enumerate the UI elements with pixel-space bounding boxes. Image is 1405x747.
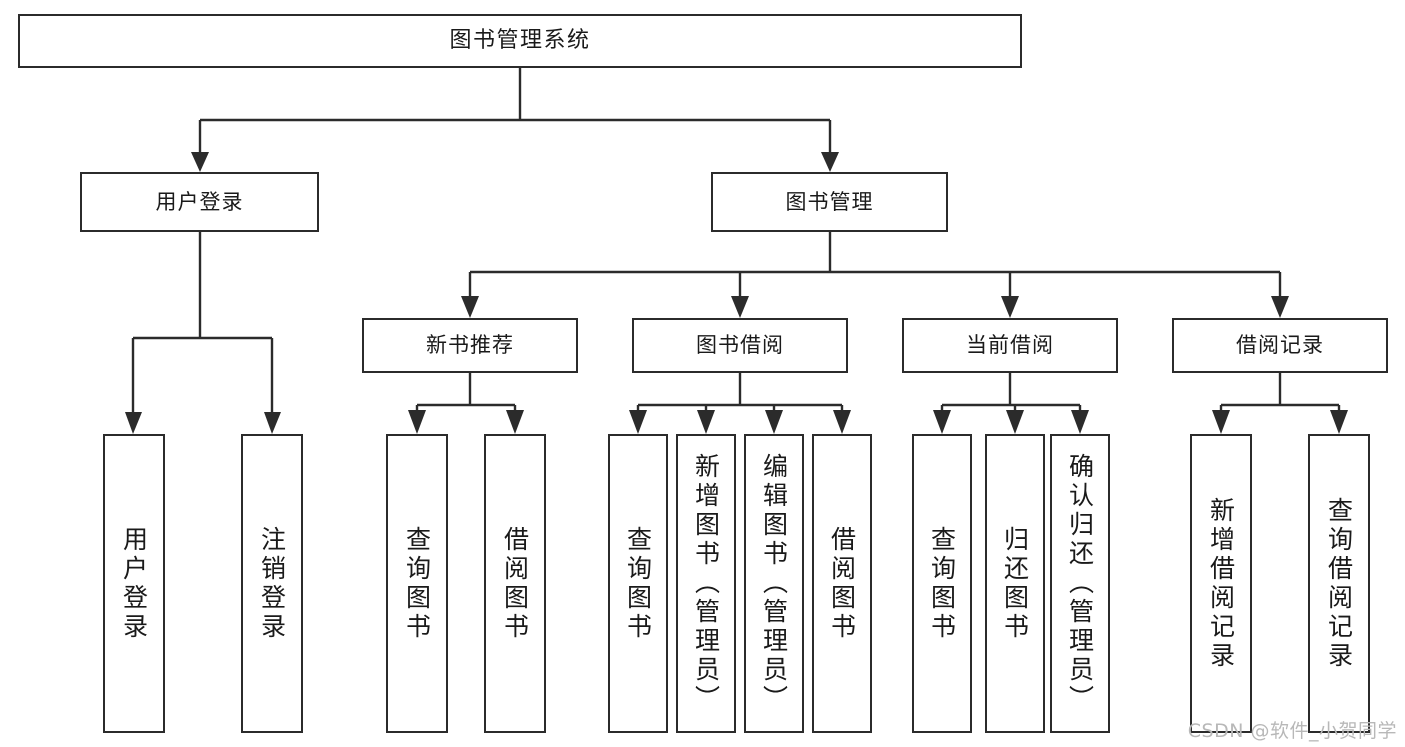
node-current-borrow-label: 当前借阅: [966, 333, 1054, 358]
connector-current-borrow-branch: [933, 373, 1089, 434]
leaf-add-book-admin-label: 新增图书（管理员）: [691, 453, 721, 714]
leaf-confirm-return-admin-label: 确认归还（管理员）: [1065, 453, 1095, 714]
node-book-borrow-label: 图书借阅: [696, 333, 784, 358]
leaf-query-book-recommend-label: 查询图书: [402, 525, 432, 642]
leaf-query-book-current-label: 查询图书: [927, 525, 957, 642]
csdn-watermark: CSDN @软件_小贺同学: [1187, 720, 1397, 742]
leaf-query-book-current[interactable]: 查询图书: [912, 434, 972, 733]
leaf-edit-book-admin[interactable]: 编辑图书（管理员）: [744, 434, 804, 733]
leaf-query-borrow-record-label: 查询借阅记录: [1324, 496, 1354, 671]
leaf-add-book-admin[interactable]: 新增图书（管理员）: [676, 434, 736, 733]
connector-root-trunk: [191, 68, 839, 172]
leaf-return-book[interactable]: 归还图书: [985, 434, 1045, 733]
leaf-borrow-book-recommend[interactable]: 借阅图书: [484, 434, 546, 733]
leaf-edit-book-admin-label: 编辑图书（管理员）: [759, 453, 789, 714]
node-new-book-recommend[interactable]: 新书推荐: [362, 318, 578, 373]
node-borrow-record-label: 借阅记录: [1236, 333, 1324, 358]
leaf-user-login[interactable]: 用户登录: [103, 434, 165, 733]
leaf-query-book-borrow[interactable]: 查询图书: [608, 434, 668, 733]
leaf-borrow-book-recommend-label: 借阅图书: [500, 525, 530, 642]
leaf-query-book-borrow-label: 查询图书: [623, 525, 653, 642]
node-root-label: 图书管理系统: [449, 28, 591, 54]
node-book-manage[interactable]: 图书管理: [711, 172, 948, 232]
leaf-query-borrow-record[interactable]: 查询借阅记录: [1308, 434, 1370, 733]
connector-book-borrow-branch: [629, 373, 851, 434]
leaf-add-borrow-record-label: 新增借阅记录: [1206, 496, 1236, 671]
connector-new-book-recommend-branch: [408, 373, 524, 434]
leaf-user-login-label: 用户登录: [119, 525, 149, 642]
leaf-query-book-recommend[interactable]: 查询图书: [386, 434, 448, 733]
node-book-manage-label: 图书管理: [785, 189, 874, 214]
node-user-login[interactable]: 用户登录: [80, 172, 319, 232]
leaf-logout[interactable]: 注销登录: [241, 434, 303, 733]
connector-borrow-record-branch: [1212, 373, 1348, 434]
leaf-borrow-book[interactable]: 借阅图书: [812, 434, 872, 733]
node-book-borrow[interactable]: 图书借阅: [632, 318, 848, 373]
node-current-borrow[interactable]: 当前借阅: [902, 318, 1118, 373]
leaf-logout-label: 注销登录: [257, 525, 287, 642]
node-root[interactable]: 图书管理系统: [18, 14, 1022, 68]
node-new-book-recommend-label: 新书推荐: [426, 333, 514, 358]
connector-user-login-branch: [125, 232, 281, 434]
leaf-add-borrow-record[interactable]: 新增借阅记录: [1190, 434, 1252, 733]
node-user-login-label: 用户登录: [155, 189, 244, 214]
leaf-confirm-return-admin[interactable]: 确认归还（管理员）: [1050, 434, 1110, 733]
node-borrow-record[interactable]: 借阅记录: [1172, 318, 1388, 373]
connector-book-manage-branch: [461, 232, 1289, 318]
leaf-return-book-label: 归还图书: [1000, 525, 1030, 642]
leaf-borrow-book-label: 借阅图书: [827, 525, 857, 642]
